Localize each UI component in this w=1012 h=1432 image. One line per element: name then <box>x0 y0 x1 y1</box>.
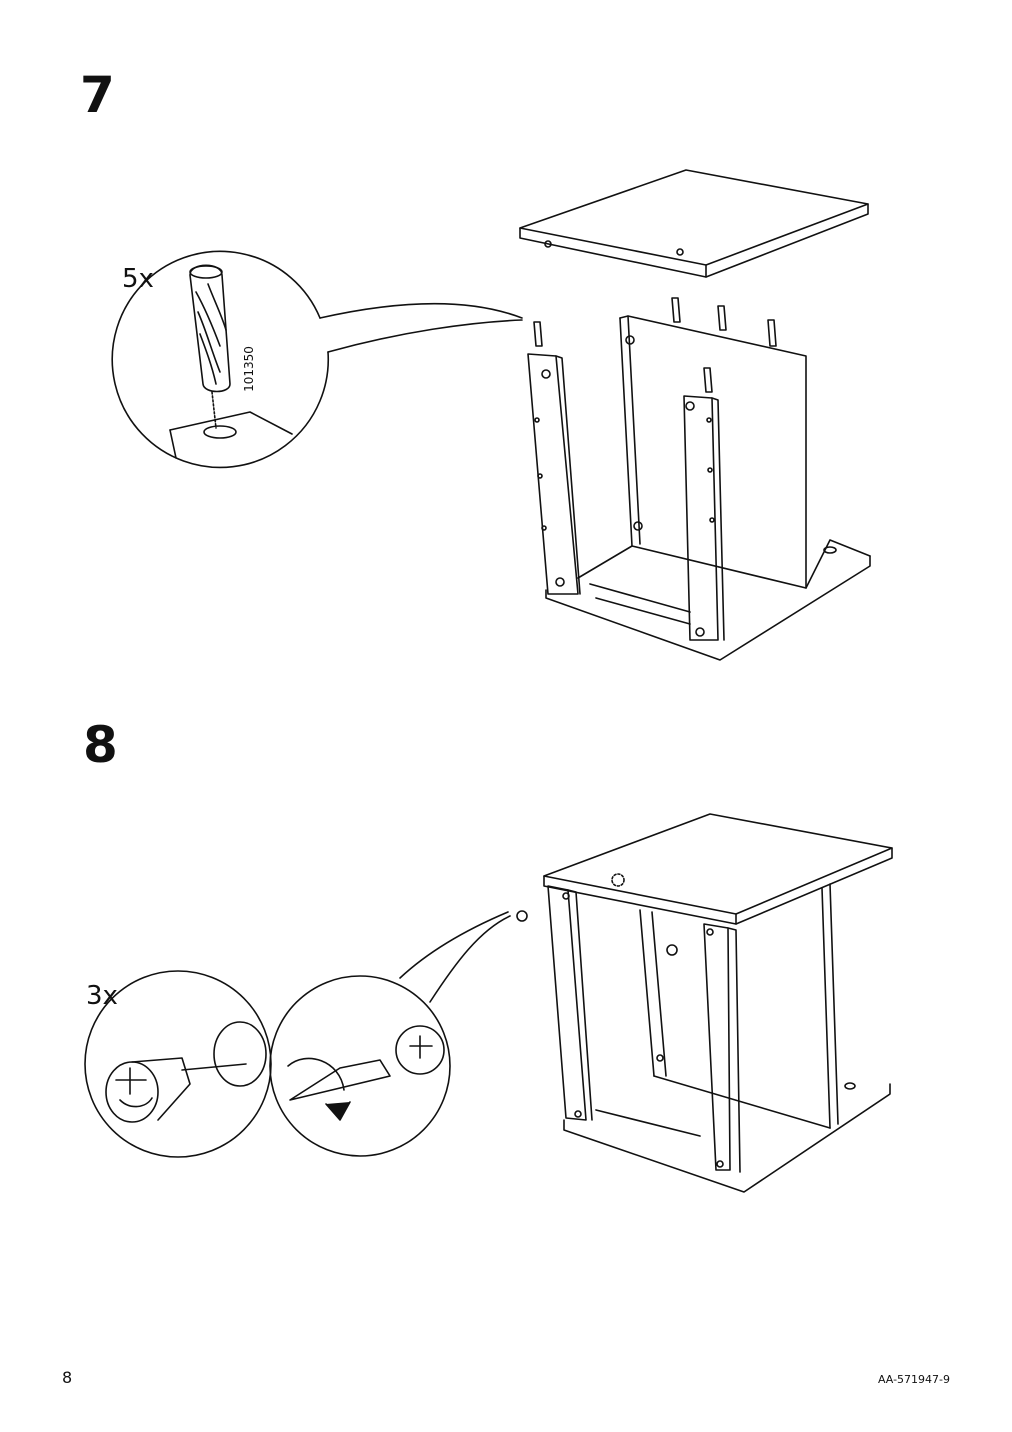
back-panel <box>620 316 806 588</box>
dowel-detail-callout <box>112 251 522 467</box>
cam-lock-detail-callout <box>85 912 510 1157</box>
assembled-cabinet <box>517 814 892 1192</box>
bottom-panel <box>546 540 870 660</box>
page-number: 8 <box>62 1368 73 1387</box>
document-code: AA-571947-9 <box>877 1373 950 1386</box>
frame-dowels <box>534 298 776 392</box>
clockwise-arrow-icon <box>326 1102 350 1120</box>
cam-lock-inserted-icon <box>396 1026 444 1074</box>
right-side-panel <box>684 396 724 640</box>
step-8-number: 8 <box>83 716 118 774</box>
flat-screwdriver-icon <box>288 1058 390 1100</box>
step-8-quantity: 3x <box>86 981 118 1011</box>
wooden-dowel-icon <box>190 265 230 391</box>
left-side-panel <box>528 354 580 594</box>
step-7-number: 7 <box>80 66 115 124</box>
cam-lock-fitting-icon <box>106 1022 266 1122</box>
top-panel <box>520 170 868 277</box>
